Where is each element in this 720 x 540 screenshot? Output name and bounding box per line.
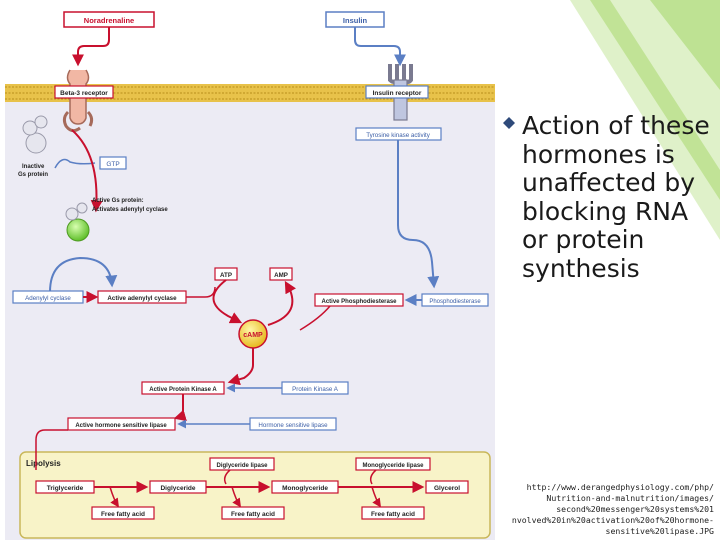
insulin-to-receptor-arrow: [354, 27, 406, 67]
camp-label: cAMP: [243, 332, 263, 339]
caption-line: nvolved%20in%20activation%20of%20hormone…: [511, 515, 714, 525]
active-pka-label: Active Protein Kinase A: [149, 387, 217, 393]
lipolysis-signaling-diagram: Noradrenaline Insulin Beta-3 receptor In…: [5, 11, 495, 540]
ffa-box-1: [91, 506, 155, 520]
caption-line: second%20messenger%20systems%201: [556, 504, 714, 514]
pka-to-hsl-arrow: [173, 394, 187, 422]
amp-box: [269, 267, 293, 281]
diglyceride-lipase-box: [209, 457, 275, 471]
gtp-box: [99, 156, 127, 170]
noradrenaline-to-receptor-arrow: [72, 27, 110, 67]
pka-label: Protein Kinase A: [292, 386, 339, 393]
beta3-receptor-label: Beta-3 receptor: [60, 90, 108, 97]
active-gs-protein-shape: [65, 202, 90, 242]
active-gs-label-2: Activates adenylyl cyclase: [92, 207, 168, 213]
gtp-label: GTP: [106, 161, 119, 168]
active-phosphodiesterase-box: [314, 293, 404, 307]
insulin-receptor-label: Insulin receptor: [373, 90, 422, 97]
caption-line: sensitive%20lipase.JPG: [605, 526, 714, 536]
gtp-arrow: [54, 158, 96, 169]
adenylyl-cyclase-label: Adenylyl cyclase: [25, 295, 71, 302]
atp-to-camp-arrow: [212, 279, 243, 324]
bullet-point: Action of these hormones is unaffected b…: [503, 111, 712, 283]
caption-line: http://www.derangedphysiology.com/php/: [526, 482, 714, 492]
camp-to-amp-arrow: [267, 280, 296, 326]
adenylyl-activation-arrow: [49, 256, 118, 293]
ffa3-arrow: [371, 486, 381, 508]
diglyceride-label: Diglyceride: [160, 485, 195, 492]
active-hsl-box: [67, 417, 176, 431]
inactive-gs-protein-shape: [22, 115, 48, 154]
ffa-label-2: Free fatty acid: [231, 511, 275, 518]
insulin-pathway-line: [397, 140, 440, 289]
active-phosphodiesterase-label: Active Phosphodiesterase: [321, 299, 397, 305]
monoglyceride-lipase-label: Monoglyceride lipase: [362, 463, 424, 469]
pde-to-camp-arrow: [299, 305, 331, 331]
camp-to-pka-arrow: [227, 348, 254, 386]
adenylyl-to-atp-arrow: [186, 286, 216, 298]
inactive-gs-label-2: Gs protein: [18, 172, 48, 178]
ffa-label-3: Free fatty acid: [371, 511, 415, 518]
receptor-to-gprotein-arrow: [71, 129, 103, 213]
ffa-box-3: [361, 506, 425, 520]
ffa1-arrow: [109, 486, 119, 508]
monoglyceride-lipase-box: [355, 457, 431, 471]
mgl-activation-arrow: [369, 469, 377, 485]
bullet-text: Action of these hormones is unaffected b…: [522, 111, 710, 283]
noradrenaline-label: Noradrenaline: [84, 16, 134, 25]
beta3-receptor-box: [54, 85, 114, 99]
monoglyceride-label: Monoglyceride: [282, 485, 328, 492]
source-caption: http://www.derangedphysiology.com/php/ N…: [506, 482, 714, 537]
glycerol-box: [425, 480, 469, 494]
amp-label: AMP: [274, 272, 288, 279]
ffa2-arrow: [231, 486, 241, 508]
glycerol-label: Glycerol: [434, 485, 460, 492]
insulin-label: Insulin: [343, 16, 368, 25]
ffa-box-2: [221, 506, 285, 520]
hsl-to-lipolysis-arrow: [35, 429, 68, 470]
phosphodiesterase-label: Phosphodiesterase: [429, 299, 481, 305]
lipolysis-title: Lipolysis: [26, 459, 61, 468]
caption-line: Nutrition-and-malnutrition/images/: [546, 493, 714, 503]
insulin-receptor-box: [365, 85, 429, 99]
decorative-green-shapes: [570, 0, 720, 240]
ffa-label-1: Free fatty acid: [101, 511, 145, 518]
active-adenylyl-cyclase-label: Active adenylyl cyclase: [107, 295, 177, 302]
diglyceride-lipase-label: Diglyceride lipase: [216, 463, 268, 469]
active-gs-label-1: Active Gs protein:: [92, 198, 144, 204]
active-hsl-label: Active hormone sensitive lipase: [75, 423, 167, 429]
inactive-gs-label-1: Inactive: [22, 164, 45, 170]
diamond-bullet-icon: [503, 117, 515, 129]
hsl-label: Hormone sensitive lipase: [258, 422, 328, 429]
dgl-activation-arrow: [223, 469, 231, 485]
atp-label: ATP: [220, 272, 232, 279]
tyrosine-kinase-label: Tyrosine kinase activity: [366, 132, 431, 139]
triglyceride-label: Triglyceride: [47, 485, 84, 492]
